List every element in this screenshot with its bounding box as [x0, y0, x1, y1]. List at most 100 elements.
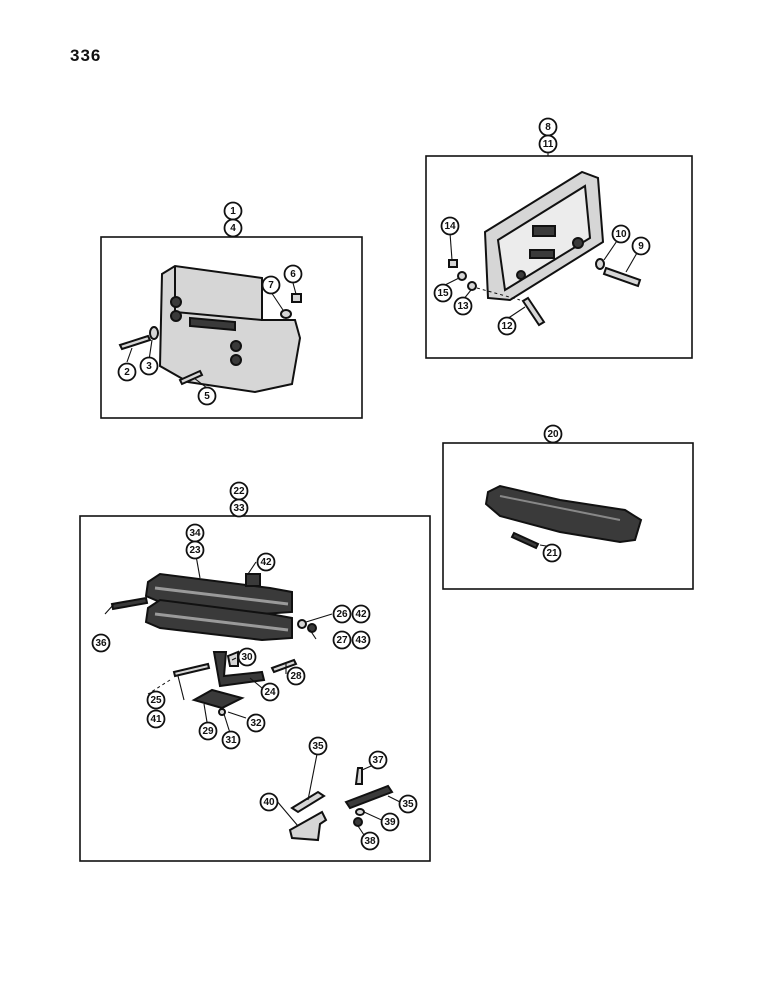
- callout-42: 42: [351, 604, 371, 624]
- callout-circle: [198, 721, 218, 741]
- callout-circle: [351, 630, 371, 650]
- callout-4: 4: [223, 218, 243, 238]
- callout-21: 21: [542, 543, 562, 563]
- callout-number: 30: [241, 652, 253, 663]
- callout-number: 15: [437, 288, 449, 299]
- suitcase-weight-lower: [144, 598, 293, 642]
- callout-circle: [368, 750, 388, 770]
- callout-number: 35: [312, 741, 324, 752]
- callout-number: 22: [233, 486, 245, 497]
- callout-number: 42: [260, 557, 272, 568]
- callout-6: 6: [283, 264, 303, 284]
- callout-circle: [380, 812, 400, 832]
- callout-circle: [229, 498, 249, 518]
- callout-circle: [146, 690, 166, 710]
- callout-3: 3: [139, 356, 159, 376]
- callout-number: 25: [150, 695, 162, 706]
- page-number: 336: [70, 46, 102, 65]
- callout-circle: [221, 730, 241, 750]
- callout-26: 26: [332, 604, 352, 624]
- callout-35: 35: [308, 736, 328, 756]
- callout-27: 27: [332, 630, 352, 650]
- callout-13: 13: [453, 296, 473, 316]
- callout-circle: [283, 264, 303, 284]
- callout-40: 40: [259, 792, 279, 812]
- callout-7: 7: [261, 275, 281, 295]
- callout-circle: [259, 792, 279, 812]
- callout-circle: [453, 296, 473, 316]
- callout-number: 31: [225, 735, 237, 746]
- callout-circle: [256, 552, 276, 572]
- callout-32: 32: [246, 713, 266, 733]
- callout-31: 31: [221, 730, 241, 750]
- callout-circle: [332, 604, 352, 624]
- callout-number: 39: [384, 817, 396, 828]
- panel-frame: [425, 155, 693, 359]
- callout-number: 1: [230, 206, 236, 217]
- callout-number: 4: [230, 223, 236, 234]
- callout-circle: [261, 275, 281, 295]
- callout-35: 35: [398, 794, 418, 814]
- callout-circle: [631, 236, 651, 256]
- callout-circle: [542, 543, 562, 563]
- panel-frame: [79, 515, 431, 862]
- callout-15: 15: [433, 283, 453, 303]
- callout-number: 41: [150, 714, 162, 725]
- callout-number: 10: [615, 229, 627, 240]
- callout-circle: [440, 216, 460, 236]
- callout-circle: [91, 633, 111, 653]
- callout-number: 5: [204, 391, 210, 402]
- callout-23: 23: [185, 540, 205, 560]
- callout-circle: [237, 647, 257, 667]
- callout-2: 2: [117, 362, 137, 382]
- callout-number: 35: [402, 799, 414, 810]
- callout-number: 23: [189, 545, 201, 556]
- callout-number: 29: [202, 726, 214, 737]
- callout-25: 25: [146, 690, 166, 710]
- callout-circle: [197, 386, 217, 406]
- callout-circle: [538, 134, 558, 154]
- callout-33: 33: [229, 498, 249, 518]
- callout-circle: [332, 630, 352, 650]
- callout-circle: [139, 356, 159, 376]
- callout-number: 9: [638, 241, 644, 252]
- callout-number: 32: [250, 718, 262, 729]
- callout-12: 12: [497, 316, 517, 336]
- callout-number: 8: [545, 122, 551, 133]
- callout-number: 42: [355, 609, 367, 620]
- callout-number: 36: [95, 638, 107, 649]
- callout-number: 38: [364, 836, 376, 847]
- callout-30: 30: [237, 647, 257, 667]
- callout-20: 20: [543, 424, 563, 444]
- callout-number: 28: [290, 671, 302, 682]
- callout-38: 38: [360, 831, 380, 851]
- callout-number: 26: [336, 609, 348, 620]
- callout-circle: [146, 709, 166, 729]
- callout-number: 43: [355, 635, 367, 646]
- callout-41: 41: [146, 709, 166, 729]
- callout-5: 5: [197, 386, 217, 406]
- callout-43: 43: [351, 630, 371, 650]
- callout-number: 34: [189, 528, 201, 539]
- panel-front-weight-bracket: [100, 211, 363, 419]
- callout-number: 40: [263, 797, 275, 808]
- callout-circle: [543, 424, 563, 444]
- callout-number: 33: [233, 503, 245, 514]
- callout-number: 20: [547, 429, 559, 440]
- callout-number: 14: [444, 221, 456, 232]
- callout-number: 11: [543, 139, 554, 150]
- callout-11: 11: [538, 134, 558, 154]
- callout-number: 12: [501, 321, 513, 332]
- callout-circle: [497, 316, 517, 336]
- callout-circle: [360, 831, 380, 851]
- callout-1: 1: [223, 201, 243, 221]
- callout-number: 7: [268, 280, 274, 291]
- bolt: [118, 334, 152, 351]
- callout-14: 14: [440, 216, 460, 236]
- callout-circle: [433, 283, 453, 303]
- panel-stacked-weights: [79, 512, 431, 862]
- callout-28: 28: [286, 666, 306, 686]
- bar-weight: [484, 484, 643, 544]
